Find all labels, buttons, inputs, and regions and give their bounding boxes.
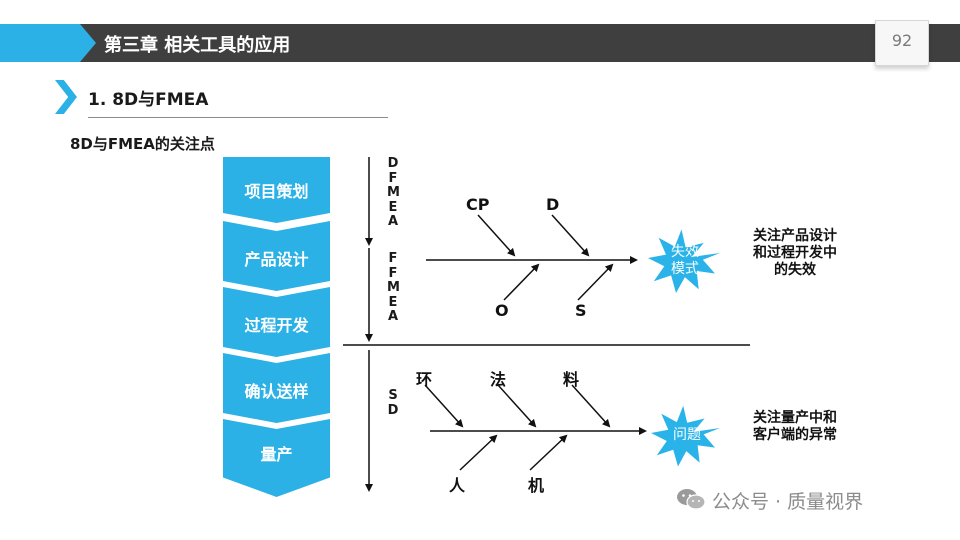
8d-label-machine: 机	[528, 476, 545, 495]
title-accent-arrow	[0, 24, 96, 62]
stage-project-planning: 项目策划	[223, 157, 330, 223]
8d-label-material: 料	[563, 370, 580, 389]
wechat-icon	[677, 489, 706, 510]
8d-label-man: 人	[449, 476, 466, 495]
fmea-note-line: 关注产品设计	[753, 228, 837, 244]
sd-vertical-label: SD	[387, 388, 399, 418]
8d-bone-man	[459, 434, 498, 471]
fmea-bone-o	[503, 263, 540, 301]
fmea-label-d: D	[546, 195, 560, 214]
stage-label: 过程开发	[244, 316, 309, 335]
page-number: 92	[875, 20, 929, 66]
failure-mode-line: 失效	[671, 244, 699, 260]
8d-note-line: 客户端的异常	[753, 427, 837, 443]
8d-note-line: 关注量产中和	[753, 410, 837, 426]
stage-label: 项目策划	[244, 182, 309, 201]
watermark-text: 公众号 · 质量视界	[712, 491, 864, 513]
stage-sample-confirmation: 确认送样	[223, 353, 330, 423]
dfmea-vertical-label: DFMEA	[387, 156, 400, 230]
chapter-title-bar	[0, 24, 960, 62]
section-divider	[88, 117, 388, 118]
section-title: 1. 8D与FMEA	[88, 90, 209, 110]
stage-product-design: 产品设计	[223, 221, 330, 291]
8d-label-environment: 环	[416, 370, 433, 389]
fmea-bone-d	[551, 214, 590, 257]
stage-label: 产品设计	[244, 250, 309, 269]
fmea-note-line: 和过程开发中	[753, 245, 837, 261]
failure-mode-line: 模式	[671, 261, 699, 277]
diagram-subtitle: 8D与FMEA的关注点	[70, 135, 215, 153]
8d-bone-material	[571, 384, 611, 428]
fmea-label-s: S	[575, 301, 587, 320]
stage-label: 确认送样	[244, 382, 309, 401]
fmea-bone-s	[577, 263, 614, 301]
pfmea-vertical-label: FFMEA	[387, 251, 400, 325]
stage-label: 量产	[260, 445, 293, 464]
fmea-focus-note: 关注产品设计 和过程开发中 的失效	[744, 228, 846, 279]
failure-mode-text: 失效 模式	[656, 244, 714, 278]
8d-bone-environment	[424, 384, 464, 428]
fmea-label-o: O	[495, 301, 509, 320]
8d-label-method: 法	[490, 370, 507, 389]
fmea-label-cp: CP	[466, 195, 490, 214]
8d-bone-machine	[529, 434, 568, 471]
failure-mode-starburst	[648, 229, 720, 293]
8d-focus-note: 关注量产中和 客户端的异常	[744, 410, 846, 444]
problem-starburst	[651, 405, 720, 467]
8d-bone-method	[497, 384, 537, 428]
problem-text: 问题	[673, 427, 701, 443]
fmea-note-line: 的失效	[774, 262, 816, 278]
fmea-bone-cp	[477, 214, 516, 257]
chapter-title: 第三章 相关工具的应用	[104, 35, 291, 56]
stage-process-development: 过程开发	[223, 287, 330, 357]
